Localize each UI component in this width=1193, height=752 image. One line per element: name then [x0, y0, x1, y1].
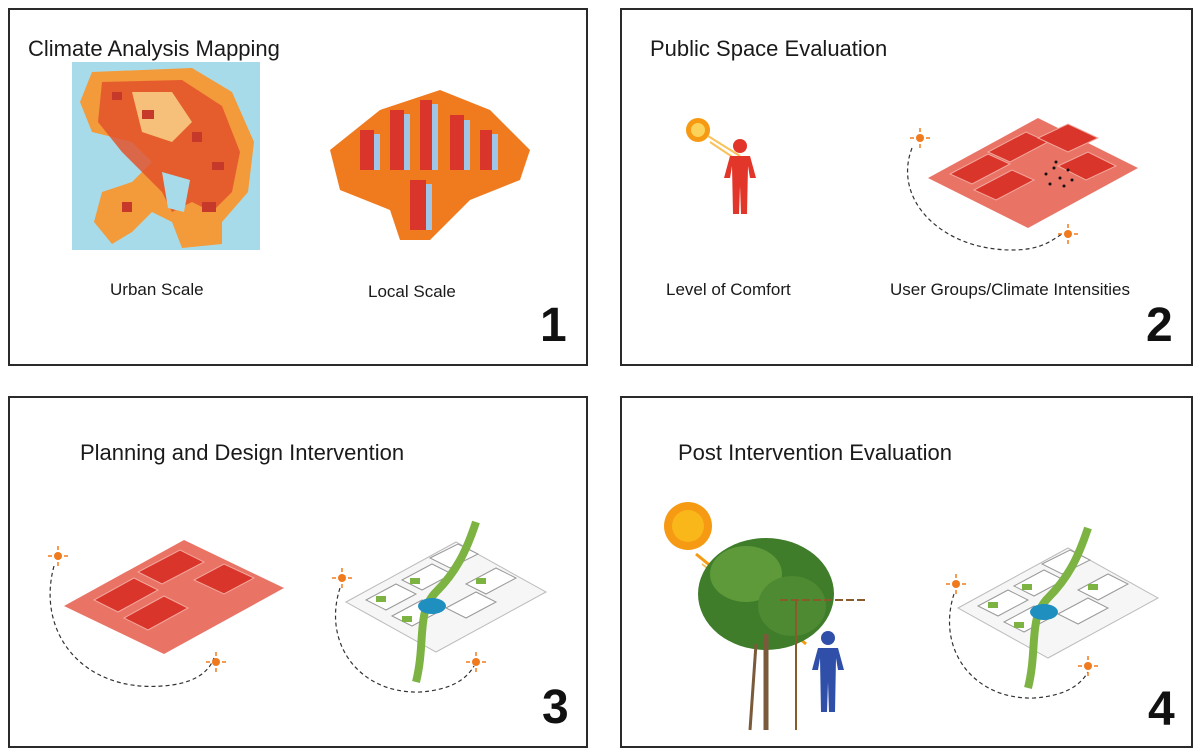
panel-title: Public Space Evaluation: [650, 36, 888, 61]
sun-icon: [686, 118, 710, 142]
local-3d-heat-map-icon: [330, 90, 530, 240]
panel-number: 2: [1146, 299, 1173, 352]
panel-number: 3: [542, 681, 569, 734]
block-grid-icon: [64, 540, 284, 654]
panel-number: 4: [1148, 683, 1175, 736]
sun-icon: [48, 546, 68, 566]
sun-icon: [1078, 656, 1098, 676]
panel-public-space-evaluation: Public Space Evaluation Level of Comfort…: [620, 8, 1193, 366]
sun-icon: [466, 652, 486, 672]
panel-title: Planning and Design Intervention: [80, 440, 405, 465]
panel-planning-design: Planning and Design Intervention: [8, 396, 588, 748]
panel-title: Post Intervention Evaluation: [678, 440, 952, 465]
sun-path-arc: [949, 593, 1089, 699]
green-plan-icon: [344, 520, 548, 683]
sun-path-arc: [49, 565, 215, 687]
green-plan-icon: [956, 526, 1160, 689]
sun-path-arc: [907, 147, 1063, 251]
caption-user-groups: User Groups/Climate Intensities: [890, 280, 1130, 299]
sun-icon: [206, 652, 226, 672]
urban-heat-map-icon: [72, 62, 260, 250]
caption-urban-scale: Urban Scale: [110, 280, 204, 299]
sun-icon: [1058, 224, 1078, 244]
caption-local-scale: Local Scale: [368, 282, 456, 301]
panel-title: Climate Analysis Mapping: [28, 36, 280, 61]
tree-icon: [695, 538, 866, 731]
sun-icon: [946, 574, 966, 594]
block-grid-icon: [928, 118, 1138, 228]
person-icon: [724, 139, 756, 214]
panel-number: 1: [540, 299, 567, 352]
sun-icon: [332, 568, 352, 588]
panel-post-intervention: Post Intervention Evaluation: [620, 396, 1193, 748]
caption-level-of-comfort: Level of Comfort: [666, 280, 791, 299]
person-icon: [812, 631, 844, 712]
panel-climate-analysis: Climate Analysis Mapping Urban Scale Loc…: [8, 8, 588, 366]
sun-icon: [664, 502, 712, 550]
sun-path-arc: [335, 587, 475, 693]
sun-icon: [910, 128, 930, 148]
